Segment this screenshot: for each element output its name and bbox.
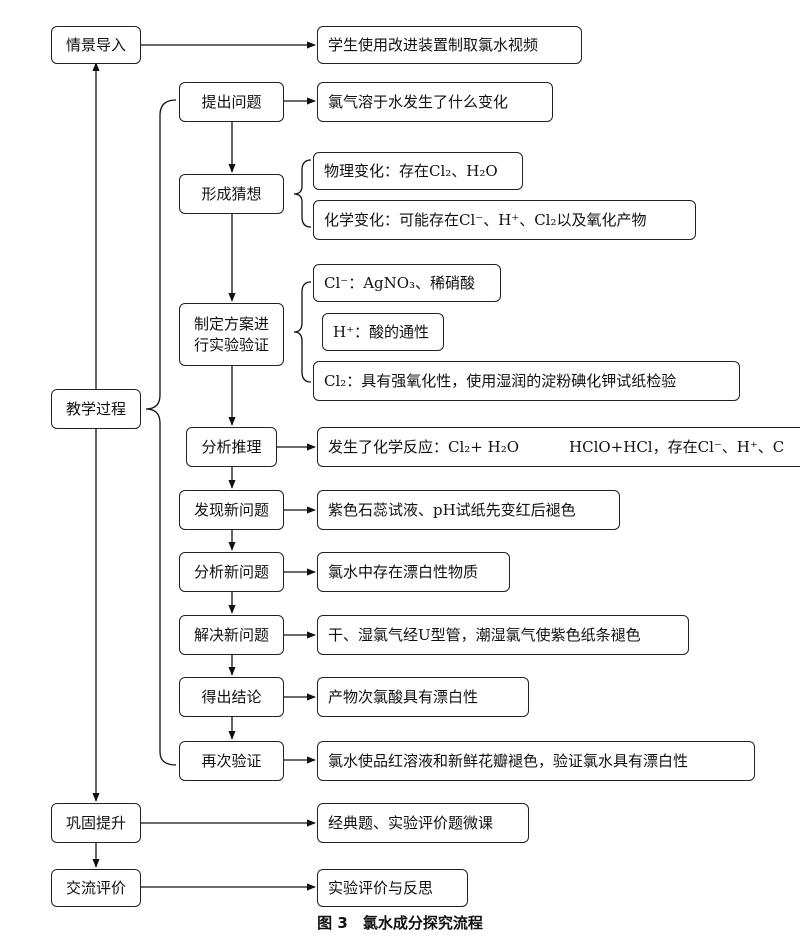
evaluate-node: 交流评价 [51,869,141,907]
result-guess-chemical: 化学变化：可能存在Cl⁻、H⁺、Cl₂以及氧化产物 [313,200,696,240]
result-solve-new: 干、湿氯气经U型管，潮湿氯气使紫色纸条褪色 [317,615,689,655]
result-analyze-new: 氯水中存在漂白性物质 [317,552,510,592]
result-analyze-left: 发生了化学反应：Cl₂+ H₂O [328,437,520,456]
step-plan-line1: 制定方案进 [193,315,269,334]
result-evaluate: 实验评价与反思 [317,869,468,907]
step-plan-line2: 行实验验证 [193,335,269,354]
consolidate-node: 巩固提升 [51,803,141,843]
result-conclusion: 产物次氯酸具有漂白性 [317,677,529,717]
result-new-problem: 紫色石蕊试液、pH试纸先变红后褪色 [317,490,620,530]
result-intro: 学生使用改进装置制取氯水视频 [317,26,582,64]
intro-node: 情景导入 [51,26,141,64]
result-verify-again: 氯水使品红溶液和新鲜花瓣褪色，验证氯水具有漂白性 [317,741,755,781]
result-plan-h: H⁺：酸的通性 [322,313,444,351]
step-solve-new: 解决新问题 [179,615,284,655]
result-consolidate: 经典题、实验评价题微课 [317,803,529,843]
step-verify-again: 再次验证 [179,741,284,781]
figure-caption: 图 3 氯水成分探究流程 [317,914,483,932]
result-plan-cl: Cl⁻：AgNO₃、稀硝酸 [313,264,501,302]
process-node: 教学过程 [51,389,141,429]
step-plan: 制定方案进 行实验验证 [179,303,284,366]
step-new-problem: 发现新问题 [179,490,284,530]
step-analyze: 分析推理 [186,427,277,467]
step-guess: 形成猜想 [179,174,284,214]
step-analyze-new: 分析新问题 [179,552,284,592]
result-analyze-right: HClO+HCl，存在Cl⁻、H⁺、C [569,437,785,456]
result-plan-cl2: Cl₂：具有强氧化性，使用湿润的淀粉碘化钾试纸检验 [313,361,740,401]
result-guess-physical: 物理变化：存在Cl₂、H₂O [313,152,523,190]
step-ask: 提出问题 [179,82,284,122]
step-conclusion: 得出结论 [179,677,284,717]
result-ask: 氯气溶于水发生了什么变化 [317,82,553,122]
result-analyze: 发生了化学反应：Cl₂+ H₂O HClO+HCl，存在Cl⁻、H⁺、C [317,427,800,467]
